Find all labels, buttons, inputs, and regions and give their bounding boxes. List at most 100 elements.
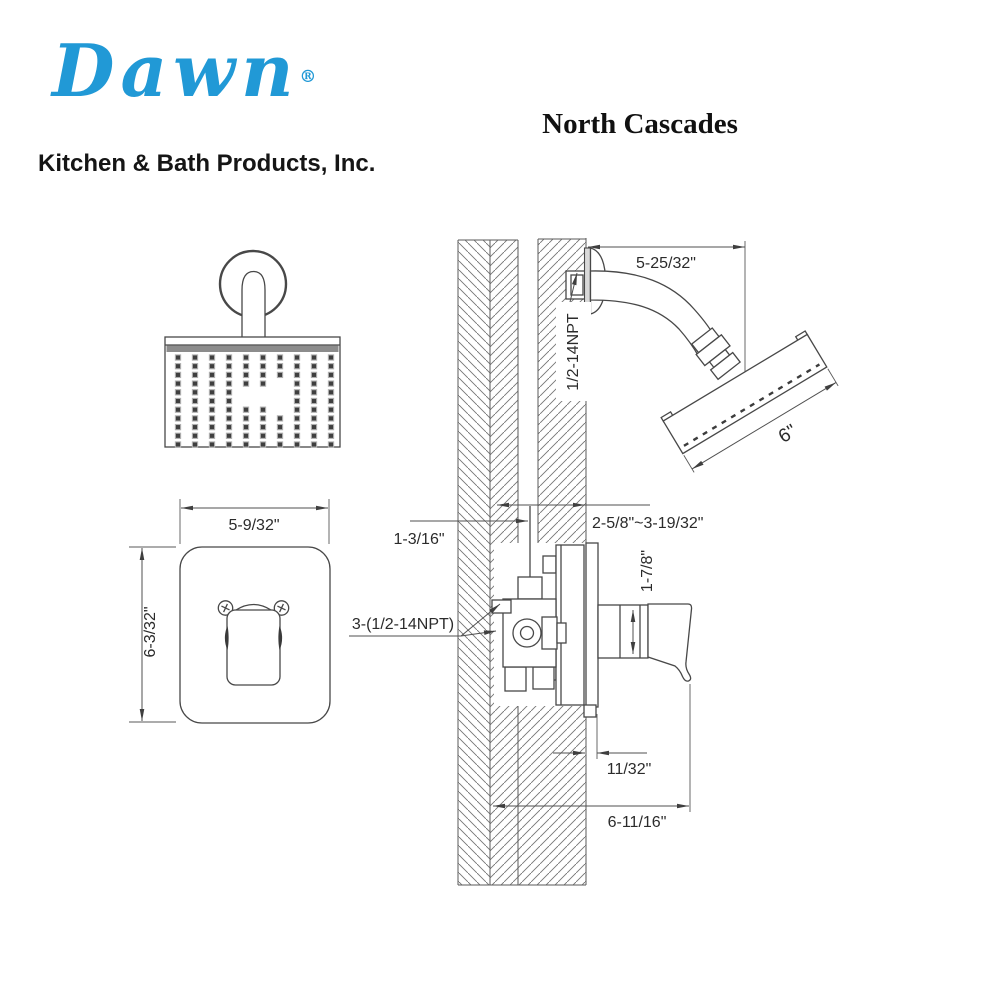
nozzle-dot [225,363,233,370]
dim-arm-thread: 1/2-14NPT [565,313,582,391]
nozzle-dot [293,441,301,448]
dim-shower-arm-length: 5-25/32" [636,255,696,272]
arm-connector [690,327,742,381]
nozzle-dot [208,415,216,422]
nozzle-dot [276,432,284,439]
nozzle-dot [174,415,182,422]
nozzle-dot [327,389,335,396]
brand-logo-text: Dawn [52,28,300,113]
nozzle-dot [242,432,250,439]
nozzle-dot [259,354,267,361]
nozzle-dot [327,380,335,387]
nozzle-dot [327,397,335,405]
nozzle-dot [276,441,284,448]
escutcheon-side [585,542,599,708]
valve-top-port [491,599,512,614]
nozzle-dot [276,423,284,431]
nozzle-dot [327,406,335,413]
nozzle-dot [191,371,199,379]
nozzle-dot [174,441,182,448]
nozzle-dot [259,406,267,413]
nozzle-dot [259,380,267,387]
nozzle-dot [310,354,318,361]
nozzle-dot [208,371,216,379]
nozzle-dot [242,363,250,370]
nozzle-dot [191,441,199,448]
nozzle-dot [174,363,182,370]
nozzle-dot [293,432,301,439]
nozzle-dot [310,432,318,439]
nozzle-dot [259,363,267,370]
nozzle-dot [191,389,199,396]
handle-shadow-left [224,626,229,650]
nozzle-dot [242,354,250,361]
nozzle-dot [276,371,284,379]
nozzle-dot [310,397,318,405]
nozzle-dot [327,354,335,361]
nozzle-dot [242,415,250,422]
dim-handle-height: 1-7/8" [639,550,656,592]
nozzle-dot [174,354,182,361]
nozzle-dot [242,371,250,379]
nozzle-dot [293,380,301,387]
nozzle-dot [327,363,335,370]
dim-handle-reach: 6-11/16" [608,814,667,831]
product-title: North Cascades [542,108,738,140]
nozzle-dot [191,354,199,361]
nozzle-dot [293,397,301,405]
section-dimensions: 2-5/8"~3-19/32" 1-3/16" 3-(1/2-14NPT) 1-… [349,502,703,831]
nozzle-dot [208,423,216,431]
nozzle-dot [174,397,182,405]
nozzle-dot [174,432,182,439]
nozzle-dot [225,415,233,422]
nozzle-dot [242,380,250,387]
nozzle-dot [208,397,216,405]
nozzle-dot [327,371,335,379]
registered-mark: ® [299,67,317,87]
nozzle-dot [293,354,301,361]
nozzle-dot [174,406,182,413]
mount-arm [241,270,266,339]
nozzle-dot [191,363,199,370]
shower-head-side: 6" [660,330,839,473]
label-inlet-threads: 3-(1/2-14NPT) [352,616,454,633]
nozzle-dot [310,441,318,448]
nozzle-dot [327,415,335,422]
dim-center-offset: 1-3/16" [393,531,444,548]
screw-left [217,600,234,616]
brand-logo: Dawn® [52,28,316,113]
nozzle-dot [191,432,199,439]
nozzle-dot [208,363,216,370]
nozzle-dot [259,441,267,448]
dim-plate-height: 6-3/32" [142,606,159,657]
handle-hub-arc [235,603,272,611]
nozzle-dot [310,363,318,370]
nozzle-grid [174,354,335,448]
nozzle-dot [191,415,199,422]
nozzle-dot [225,406,233,413]
nozzle-dot [191,397,199,405]
nozzle-dot [293,415,301,422]
handle-side-view [583,542,693,718]
valve-assembly [491,506,586,706]
dim-trim-gap: 11/32" [607,761,652,778]
brand-subtitle: Kitchen & Bath Products, Inc. [38,150,376,177]
nozzle-dot [208,389,216,396]
nozzle-dot [310,380,318,387]
nozzle-dot [293,363,301,370]
nozzle-dot [174,389,182,396]
nozzle-dot [191,423,199,431]
nozzle-dot [276,363,284,370]
nozzle-dot [242,441,250,448]
nozzle-dot [208,406,216,413]
nozzle-dot [225,371,233,379]
nozzle-dot [293,371,301,379]
nozzle-dot [225,432,233,439]
screw-right [273,600,290,616]
nozzle-dot [242,423,250,431]
nozzle-dot [225,441,233,448]
dim-rough-in-depth: 2-5/8"~3-19/32" [592,515,703,532]
nozzle-dot [259,432,267,439]
nozzle-dot [276,354,284,361]
